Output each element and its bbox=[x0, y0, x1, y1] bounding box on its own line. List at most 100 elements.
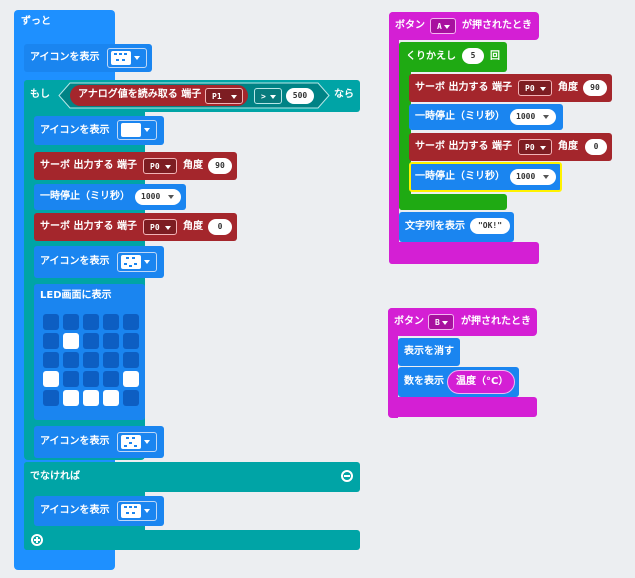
show-icon-label: アイコンを表示 bbox=[40, 256, 110, 267]
chevron-down-icon bbox=[270, 95, 276, 99]
repeat-frame[interactable] bbox=[399, 42, 411, 210]
if-footer[interactable] bbox=[24, 530, 360, 550]
led-cell[interactable] bbox=[103, 390, 119, 406]
clear-screen-block[interactable] bbox=[398, 338, 460, 366]
chevron-down-icon bbox=[144, 260, 150, 264]
angle-label: 角度 bbox=[558, 141, 578, 152]
led-cell[interactable] bbox=[43, 314, 59, 330]
led-cell[interactable] bbox=[63, 314, 79, 330]
led-cell[interactable] bbox=[123, 352, 139, 368]
icon-picker[interactable] bbox=[117, 432, 157, 452]
repeat-footer[interactable] bbox=[399, 194, 507, 210]
chevron-down-icon bbox=[144, 128, 150, 132]
button-b-header[interactable] bbox=[388, 308, 537, 336]
chevron-down-icon bbox=[134, 56, 140, 60]
pause-label: 一時停止（ミリ秒） bbox=[40, 191, 130, 202]
led-cell[interactable] bbox=[43, 352, 59, 368]
button-a-footer[interactable] bbox=[389, 242, 539, 264]
chevron-down-icon bbox=[442, 321, 448, 325]
icon-picker[interactable] bbox=[107, 48, 147, 68]
led-cell[interactable] bbox=[83, 314, 99, 330]
angle-label: 角度 bbox=[558, 82, 578, 93]
led-grid[interactable] bbox=[43, 314, 143, 414]
plus-circle-icon[interactable] bbox=[31, 534, 43, 546]
servo-pin-dropdown[interactable]: P0 bbox=[143, 158, 177, 174]
icon-picker[interactable] bbox=[117, 501, 157, 521]
button-b-footer[interactable] bbox=[388, 397, 537, 417]
servo-label: サーボ 出力する 端子 bbox=[415, 82, 512, 93]
show-icon-label: アイコンを表示 bbox=[40, 505, 110, 516]
servo-pin-value: P0 bbox=[525, 143, 535, 152]
pause-ms-dropdown[interactable]: 1000 bbox=[510, 109, 556, 125]
if-label: もし bbox=[30, 89, 50, 100]
led-cell[interactable] bbox=[63, 352, 79, 368]
show-icon-label: アイコンを表示 bbox=[30, 52, 100, 63]
analog-read-block[interactable] bbox=[70, 85, 248, 106]
servo-pin-dropdown[interactable]: P0 bbox=[143, 219, 177, 235]
angle-input[interactable]: 0 bbox=[585, 139, 607, 155]
led-cell[interactable] bbox=[123, 333, 139, 349]
led-cell[interactable] bbox=[83, 352, 99, 368]
minus-circle-icon[interactable] bbox=[341, 470, 353, 482]
heart-icon bbox=[121, 123, 141, 137]
angle-input[interactable]: 90 bbox=[583, 80, 607, 96]
button-a-header[interactable] bbox=[389, 12, 539, 40]
chevron-down-icon bbox=[540, 146, 546, 150]
show-leds-label: LED画面に表示 bbox=[40, 290, 112, 301]
angle-label: 角度 bbox=[183, 221, 203, 232]
button-a-dropdown[interactable]: A bbox=[430, 18, 456, 34]
icon-picker[interactable] bbox=[117, 120, 157, 140]
servo-write-block[interactable] bbox=[409, 74, 612, 102]
led-cell[interactable] bbox=[123, 390, 139, 406]
icon-picker[interactable] bbox=[117, 252, 157, 272]
button-b-prefix: ボタン bbox=[394, 316, 424, 327]
led-cell[interactable] bbox=[63, 390, 79, 406]
angle-input[interactable]: 0 bbox=[208, 219, 232, 235]
servo-write-block[interactable] bbox=[409, 133, 612, 161]
led-cell[interactable] bbox=[43, 371, 59, 387]
show-string-label: 文字列を表示 bbox=[405, 221, 465, 232]
angle-input[interactable]: 90 bbox=[208, 158, 232, 174]
repeat-unit: 回 bbox=[490, 51, 500, 62]
show-string-input[interactable]: "OK!" bbox=[470, 218, 510, 234]
button-a-value: A bbox=[437, 22, 442, 31]
led-cell[interactable] bbox=[63, 371, 79, 387]
analog-pin-value: P1 bbox=[212, 92, 222, 101]
servo-write-block[interactable] bbox=[34, 213, 237, 241]
led-cell[interactable] bbox=[123, 314, 139, 330]
button-b-suffix: が押されたとき bbox=[461, 316, 531, 327]
servo-write-block[interactable] bbox=[34, 152, 237, 180]
temperature-label: 温度（°C） bbox=[456, 376, 509, 387]
repeat-count-input[interactable]: 5 bbox=[462, 48, 484, 64]
led-cell[interactable] bbox=[103, 333, 119, 349]
servo-pin-dropdown[interactable]: P0 bbox=[518, 80, 552, 96]
threshold-input[interactable]: 500 bbox=[286, 88, 314, 104]
led-cell[interactable] bbox=[103, 352, 119, 368]
led-cell[interactable] bbox=[63, 333, 79, 349]
else-header[interactable] bbox=[24, 462, 360, 492]
clear-screen-label: 表示を消す bbox=[404, 346, 454, 357]
show-number-label: 数を表示 bbox=[404, 376, 444, 387]
show-icon-label: アイコンを表示 bbox=[40, 436, 110, 447]
led-cell[interactable] bbox=[83, 333, 99, 349]
analog-pin-dropdown[interactable]: P1 bbox=[205, 88, 243, 104]
button-b-frame[interactable] bbox=[388, 308, 398, 418]
button-a-suffix: が押されたとき bbox=[462, 20, 532, 31]
button-a-frame[interactable] bbox=[389, 12, 399, 264]
compare-operator-dropdown[interactable]: > bbox=[254, 88, 282, 104]
led-cell[interactable] bbox=[123, 371, 139, 387]
chevron-down-icon bbox=[543, 115, 549, 119]
button-b-dropdown[interactable]: B bbox=[428, 314, 454, 330]
led-cell[interactable] bbox=[103, 314, 119, 330]
repeat-header[interactable] bbox=[399, 42, 507, 72]
led-cell[interactable] bbox=[103, 371, 119, 387]
led-cell[interactable] bbox=[43, 390, 59, 406]
led-cell[interactable] bbox=[83, 371, 99, 387]
pause-ms-dropdown[interactable]: 1000 bbox=[135, 189, 181, 205]
pause-label: 一時停止（ミリ秒） bbox=[415, 171, 505, 182]
servo-pin-dropdown[interactable]: P0 bbox=[518, 139, 552, 155]
pause-ms-dropdown[interactable]: 1000 bbox=[510, 169, 556, 185]
led-cell[interactable] bbox=[83, 390, 99, 406]
led-cell[interactable] bbox=[43, 333, 59, 349]
temperature-block[interactable] bbox=[447, 370, 515, 394]
